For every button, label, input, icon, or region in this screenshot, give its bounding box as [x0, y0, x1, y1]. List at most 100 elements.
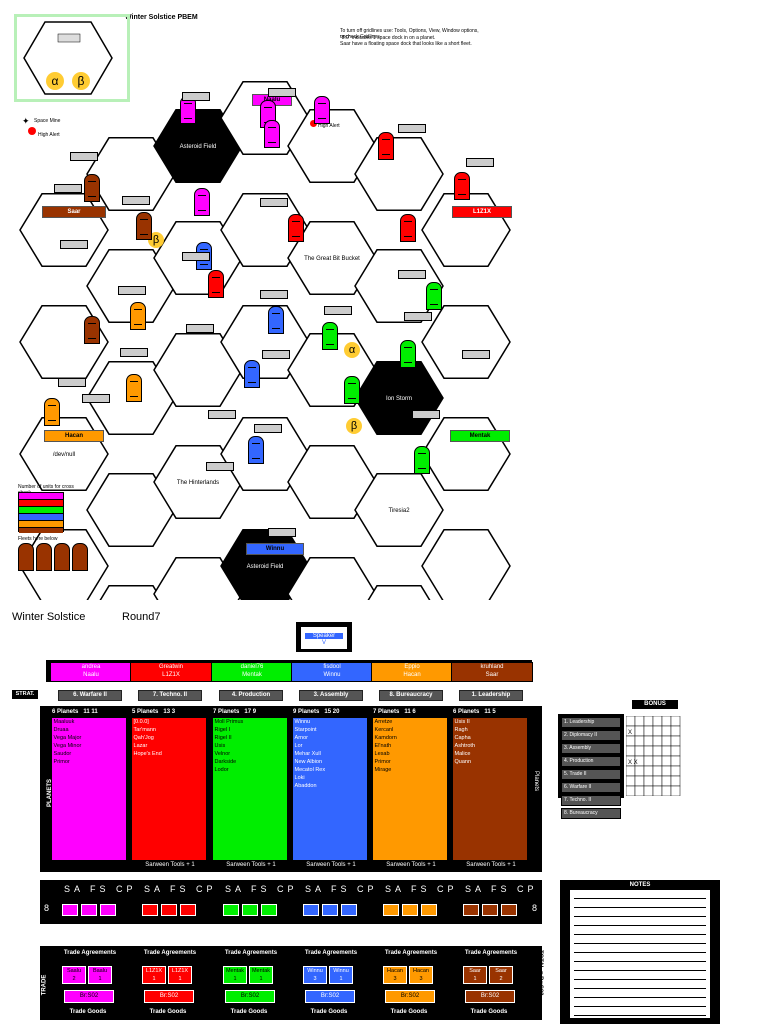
unit-counter-chip[interactable]	[100, 904, 116, 916]
bonus-cell[interactable]	[670, 785, 681, 796]
bonus-cell[interactable]	[661, 755, 672, 767]
planet-row[interactable]: Velnor	[213, 750, 287, 758]
planet-row[interactable]: Ragh	[453, 726, 527, 734]
bonus-cell[interactable]	[652, 716, 663, 727]
unit-counter-chip[interactable]	[223, 904, 239, 916]
bonus-cell[interactable]	[652, 755, 663, 767]
bonus-cell[interactable]	[661, 785, 672, 796]
bonus-cell[interactable]	[643, 725, 654, 737]
unit-counter-chip[interactable]	[242, 904, 258, 916]
bonus-cell[interactable]	[661, 765, 672, 777]
planet-row[interactable]: El'nath	[373, 742, 447, 750]
unit-counter-chip[interactable]	[62, 904, 78, 916]
planet-row[interactable]: Malice	[453, 750, 527, 758]
unit-counter-chip[interactable]	[322, 904, 338, 916]
planet-row[interactable]: Loki	[293, 774, 367, 782]
planet-row[interactable]: Arretze	[373, 718, 447, 726]
planet-row[interactable]: Abaddon	[293, 782, 367, 790]
bonus-cell[interactable]	[626, 716, 636, 727]
planet-row[interactable]: Qah'Jog	[132, 734, 206, 742]
planet-row[interactable]: Starpoint	[293, 726, 367, 734]
bonus-cell[interactable]	[652, 775, 663, 787]
bonus-cell[interactable]	[670, 775, 681, 787]
bonus-cell[interactable]	[634, 735, 645, 747]
planet-row[interactable]: Winnu	[293, 718, 367, 726]
planet-row[interactable]: Darkside	[213, 758, 287, 766]
bonus-cell[interactable]	[661, 716, 672, 727]
planet-row[interactable]: Tar'mann	[132, 726, 206, 734]
notes-area[interactable]	[570, 890, 710, 1018]
bonus-cell[interactable]	[643, 716, 654, 727]
bonus-cell[interactable]	[652, 765, 663, 777]
unit-counter-chip[interactable]	[142, 904, 158, 916]
planet-row[interactable]: Vega Major	[52, 734, 126, 742]
unit-counter-chip[interactable]	[261, 904, 277, 916]
planet-row[interactable]: Kercanl	[373, 726, 447, 734]
bonus-cell[interactable]	[643, 765, 654, 777]
planet-row[interactable]: Vega Minor	[52, 742, 126, 750]
bonus-cell[interactable]	[634, 716, 645, 727]
planet-row[interactable]: [0.0.0]	[132, 718, 206, 726]
planet-row[interactable]: Lodor	[213, 766, 287, 774]
strategy-card[interactable]: 4. Production	[219, 690, 283, 701]
bonus-cell[interactable]	[670, 765, 681, 777]
unit-counter-chip[interactable]	[180, 904, 196, 916]
planet-row[interactable]: Mehar Xull	[293, 750, 367, 758]
planet-row[interactable]: Rigel II	[213, 734, 287, 742]
bonus-cell[interactable]	[670, 745, 681, 757]
bonus-cell[interactable]	[634, 775, 645, 787]
bonus-cell[interactable]	[670, 735, 681, 747]
planet-row[interactable]: Maaluuk	[52, 718, 126, 726]
planet-row[interactable]: Lazar	[132, 742, 206, 750]
bonus-cell[interactable]	[626, 775, 636, 787]
bonus-cell[interactable]	[634, 725, 645, 737]
planet-row[interactable]: Primor	[52, 758, 126, 766]
unit-counter-chip[interactable]	[341, 904, 357, 916]
bonus-cell[interactable]	[670, 755, 681, 767]
bonus-cell[interactable]	[661, 775, 672, 787]
unit-counter-chip[interactable]	[482, 904, 498, 916]
planet-row[interactable]: Moll Primus	[213, 718, 287, 726]
planet-row[interactable]: Lesab	[373, 750, 447, 758]
planet-row[interactable]: Mecatol Rex	[293, 766, 367, 774]
bonus-cell[interactable]	[670, 716, 681, 727]
planet-row[interactable]: Capha	[453, 734, 527, 742]
planet-row[interactable]: Druaa	[52, 726, 126, 734]
bonus-cell[interactable]	[643, 755, 654, 767]
bonus-cell[interactable]	[643, 775, 654, 787]
planet-row[interactable]: Usis II	[453, 718, 527, 726]
bonus-cell[interactable]	[626, 785, 636, 796]
unit-counter-chip[interactable]	[463, 904, 479, 916]
bonus-cell[interactable]	[643, 745, 654, 757]
bonus-cell[interactable]	[634, 745, 645, 757]
strategy-card[interactable]: 1. Leadership	[459, 690, 523, 701]
planet-row[interactable]: Mirage	[373, 766, 447, 774]
bonus-cell[interactable]	[661, 725, 672, 737]
bonus-cell[interactable]	[652, 785, 663, 796]
bonus-cell[interactable]	[670, 725, 681, 737]
strategy-card[interactable]: 6. Warfare II	[58, 690, 122, 701]
strategy-card[interactable]: 8. Bureaucracy	[379, 690, 443, 701]
planet-row[interactable]: Rigel I	[213, 726, 287, 734]
planet-row[interactable]: New Albion	[293, 758, 367, 766]
planet-row[interactable]: Saudor	[52, 750, 126, 758]
planet-row[interactable]: Hope's End	[132, 750, 206, 758]
unit-counter-chip[interactable]	[81, 904, 97, 916]
bonus-cell[interactable]	[626, 765, 636, 777]
unit-counter-chip[interactable]	[383, 904, 399, 916]
bonus-cell[interactable]	[643, 785, 654, 796]
planet-row[interactable]: Arnor	[293, 734, 367, 742]
bonus-cell[interactable]	[652, 735, 663, 747]
bonus-cell[interactable]	[652, 725, 663, 737]
bonus-cell[interactable]	[661, 745, 672, 757]
bonus-cell[interactable]	[652, 745, 663, 757]
strategy-card[interactable]: 3. Assembly	[299, 690, 363, 701]
unit-counter-chip[interactable]	[421, 904, 437, 916]
